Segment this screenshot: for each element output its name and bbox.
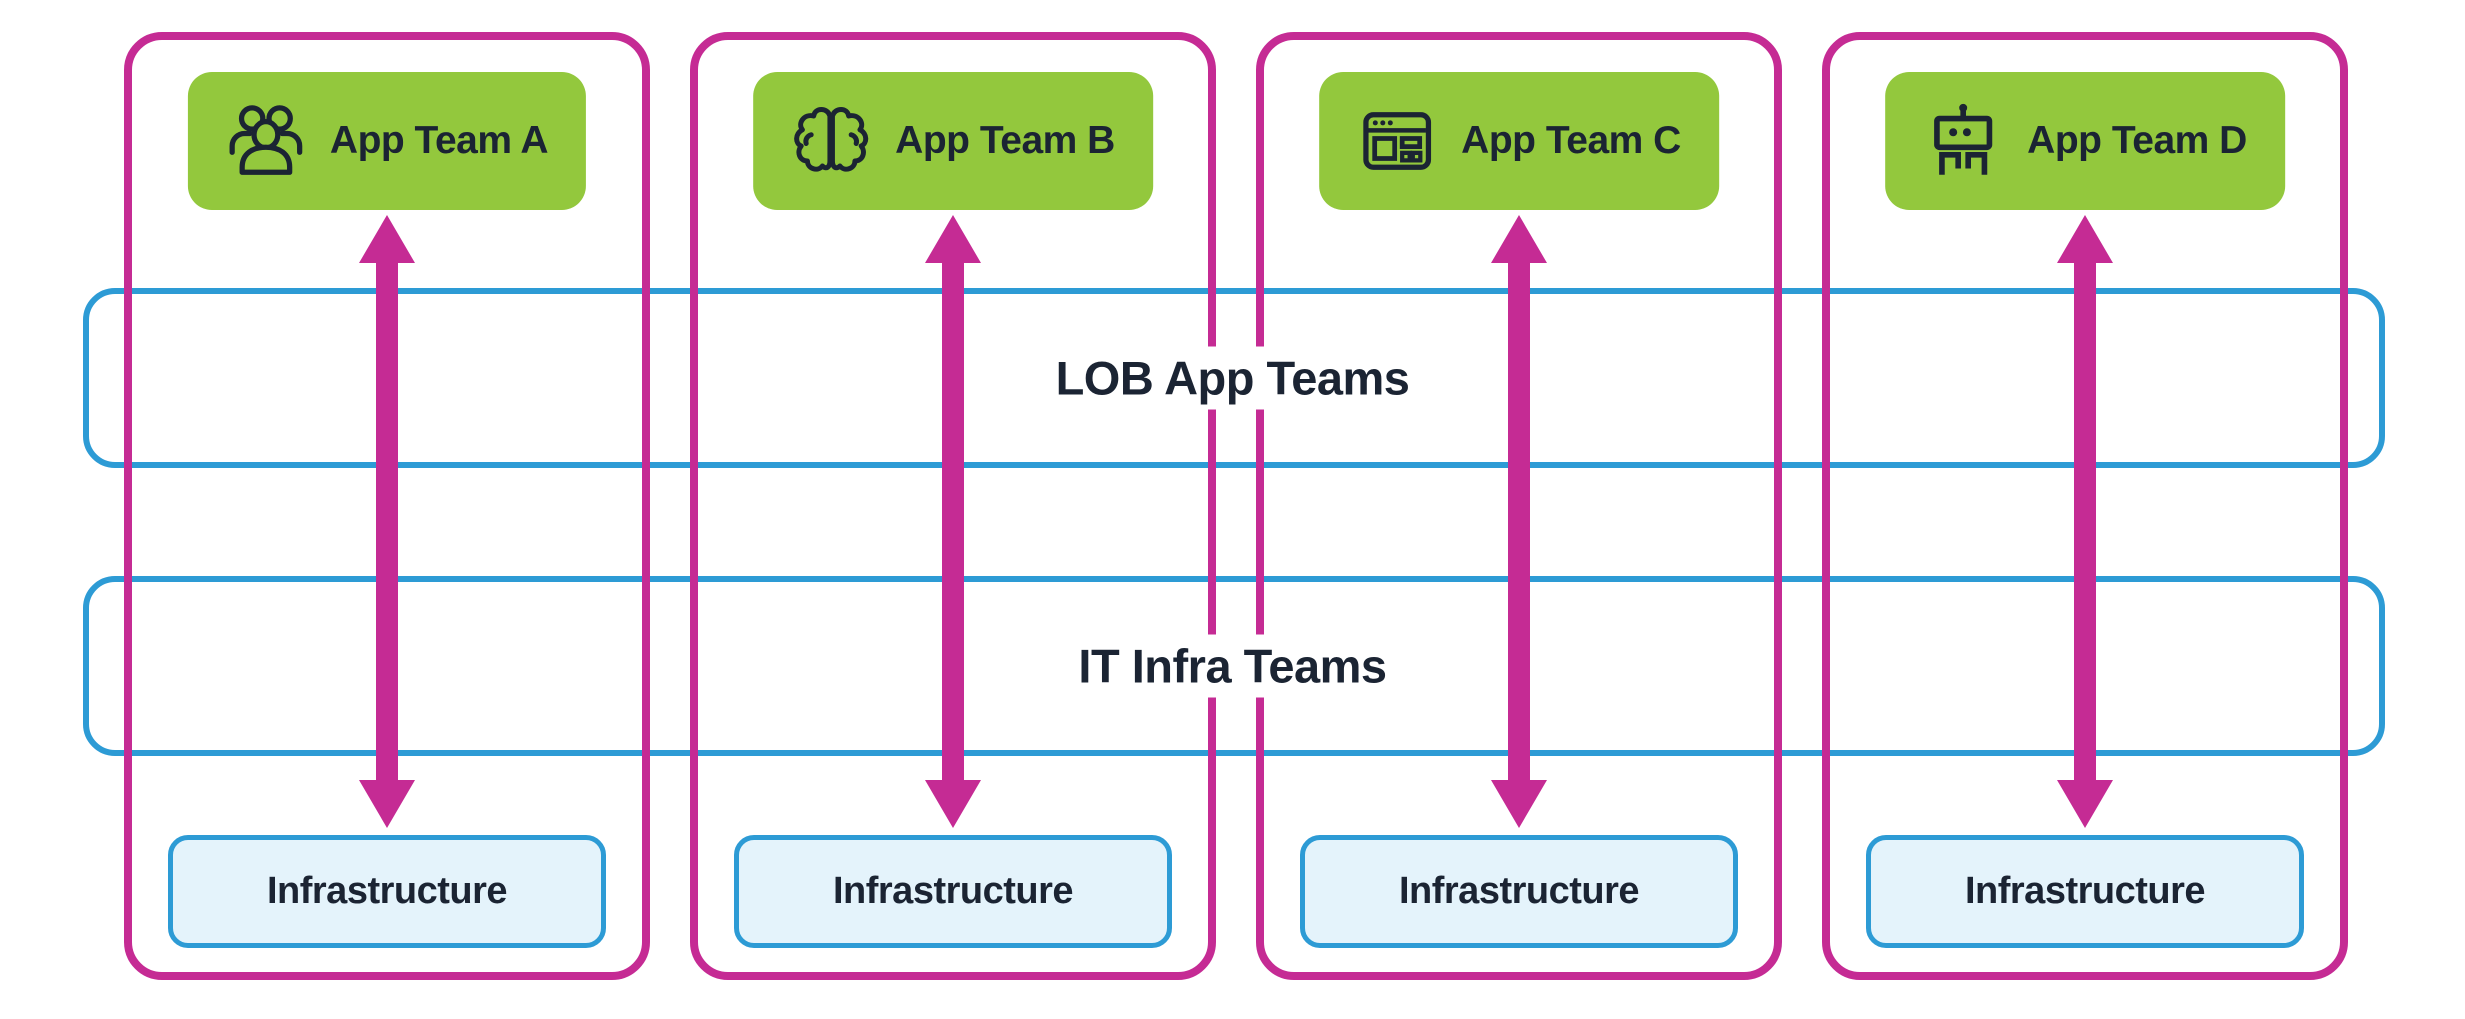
team-box-a: App Team A bbox=[187, 72, 587, 210]
team-box-b: App Team B bbox=[753, 72, 1153, 210]
team-label: App Team A bbox=[329, 119, 549, 162]
infrastructure-label: Infrastructure bbox=[266, 870, 508, 912]
lob-app-teams-label: LOB App Teams bbox=[1027, 346, 1438, 410]
team-column-b: App Team B Infrastructure bbox=[690, 32, 1216, 980]
team-box-c: App Team C bbox=[1319, 72, 1719, 210]
infrastructure-box: Infrastructure bbox=[168, 835, 606, 948]
it-infra-teams-label: IT Infra Teams bbox=[1050, 634, 1415, 698]
team-label: App Team C bbox=[1461, 119, 1681, 162]
team-column-c: App Team C Infrastructure bbox=[1256, 32, 1782, 980]
team-column-a: App Team A Infrastructure bbox=[124, 32, 650, 980]
infrastructure-label: Infrastructure bbox=[1398, 870, 1640, 912]
bidirectional-arrow bbox=[359, 215, 415, 828]
bidirectional-arrow bbox=[1491, 215, 1547, 828]
infrastructure-box: Infrastructure bbox=[734, 835, 1172, 948]
infrastructure-label: Infrastructure bbox=[832, 870, 1074, 912]
robot-icon bbox=[1934, 103, 1993, 175]
team-label: App Team D bbox=[2027, 119, 2247, 162]
lob-app-teams-band bbox=[83, 288, 2385, 468]
bidirectional-arrow bbox=[925, 215, 981, 828]
brain-icon bbox=[794, 106, 869, 172]
bidirectional-arrow bbox=[2057, 215, 2113, 828]
team-column-d: App Team D Infrastructure bbox=[1822, 32, 2348, 980]
team-box-d: App Team D bbox=[1885, 72, 2285, 210]
infrastructure-label: Infrastructure bbox=[1964, 870, 2206, 912]
people-group-icon bbox=[229, 105, 303, 175]
infrastructure-box: Infrastructure bbox=[1866, 835, 2304, 948]
infrastructure-box: Infrastructure bbox=[1300, 835, 1738, 948]
browser-window-icon bbox=[1363, 112, 1432, 170]
it-infra-teams-band bbox=[83, 576, 2385, 756]
team-label: App Team B bbox=[895, 119, 1115, 162]
